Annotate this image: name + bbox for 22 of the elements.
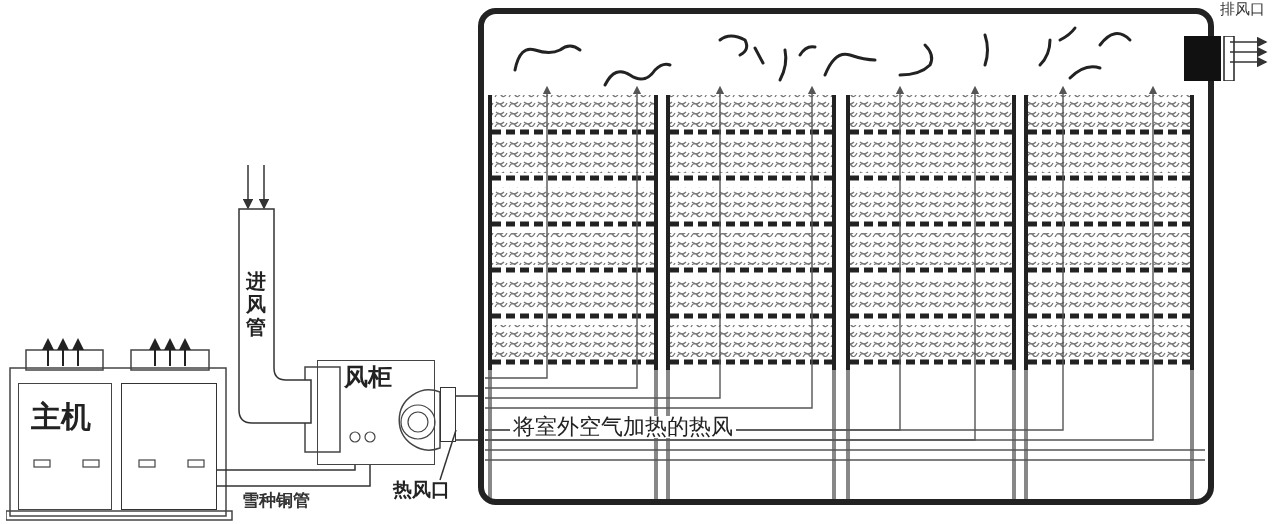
outdoor-unit	[121, 383, 217, 510]
airflow-label: 将室外空气加热的热风	[510, 416, 736, 438]
exhaust-fan	[1184, 36, 1236, 81]
arrow	[1229, 56, 1268, 68]
hot-air-outlet	[440, 387, 456, 442]
copper-pipe	[216, 464, 356, 471]
air-duct	[455, 395, 479, 441]
air-cabinet	[317, 360, 435, 465]
copper-pipe	[216, 464, 371, 487]
arrow	[1229, 46, 1268, 58]
node-label: 进风管	[246, 270, 267, 339]
exhaust-label: 排风口	[1220, 2, 1265, 17]
callout-label: 热风口	[393, 480, 450, 499]
leader-line	[439, 429, 457, 481]
outdoor-unit	[18, 383, 112, 510]
node-label: 主机	[31, 402, 91, 432]
arrow	[258, 164, 270, 210]
intake-duct	[238, 208, 312, 424]
edge-label: 雪种铜管	[240, 492, 312, 509]
node-label: 风柜	[344, 365, 392, 389]
arrow	[1229, 36, 1268, 48]
arrow	[242, 164, 254, 210]
